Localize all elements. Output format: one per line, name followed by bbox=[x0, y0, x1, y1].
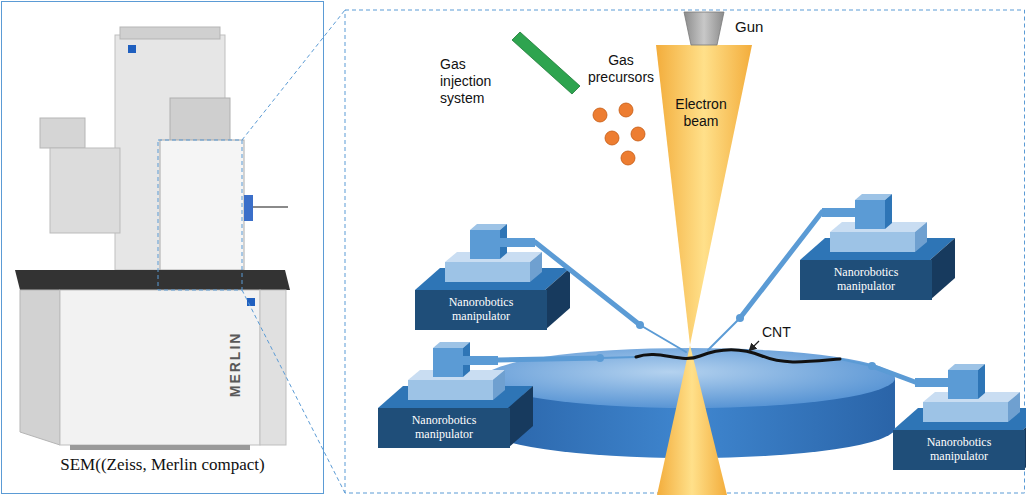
carbon-nanotube bbox=[636, 350, 840, 362]
sem-machine bbox=[253, 206, 288, 208]
carbon-nanotube bbox=[636, 350, 840, 362]
figure-panel: SEM((Zeiss, Merlin compact) bbox=[1, 1, 324, 494]
manipulator-label-box: Nanorobotics manipulator bbox=[378, 408, 510, 448]
part-label: Gas precursors bbox=[585, 52, 657, 86]
electron-beam bbox=[656, 45, 752, 345]
sem-machine bbox=[120, 27, 220, 39]
leader-arrow bbox=[749, 341, 759, 351]
sem-machine bbox=[15, 270, 290, 290]
manipulator-block bbox=[415, 224, 570, 330]
manipulator-probe bbox=[596, 354, 604, 362]
manipulator-probe bbox=[600, 357, 636, 358]
part-label: Gun bbox=[735, 18, 779, 36]
manipulator-block bbox=[822, 208, 855, 217]
manipulator-label-box: Nanorobotics manipulator bbox=[415, 290, 547, 330]
manipulator-probe bbox=[708, 318, 740, 350]
electron-beam bbox=[656, 45, 752, 495]
sem-machine bbox=[20, 290, 60, 445]
manipulator-probe bbox=[736, 314, 744, 322]
gas-molecule bbox=[593, 108, 607, 122]
manipulator-block bbox=[500, 238, 535, 247]
figure-caption: SEM((Zeiss, Merlin compact) bbox=[60, 455, 264, 475]
manipulator-label: Nanorobotics manipulator bbox=[384, 414, 504, 442]
zoom-lines bbox=[242, 10, 345, 140]
manipulator-label: Nanorobotics manipulator bbox=[806, 266, 926, 294]
sem-machine bbox=[158, 140, 242, 290]
manipulator-label-box: Nanorobotics manipulator bbox=[800, 260, 932, 300]
sem-machine bbox=[15, 27, 290, 450]
manipulator-probe bbox=[498, 358, 600, 360]
gas-injection-rod bbox=[512, 32, 580, 94]
sem-machine bbox=[50, 148, 120, 233]
part-label: CNT bbox=[762, 324, 806, 341]
manipulator-block bbox=[915, 378, 948, 387]
sem-machine bbox=[260, 290, 286, 445]
brand-lettering: MERLIN bbox=[227, 324, 244, 404]
part-label: Electron beam bbox=[666, 96, 736, 130]
manipulator-probe bbox=[868, 362, 876, 370]
sem-machine bbox=[244, 195, 253, 221]
gas-molecule bbox=[593, 103, 645, 165]
gas-molecule bbox=[631, 127, 645, 141]
gas-molecule bbox=[605, 131, 619, 145]
sem-machine bbox=[128, 45, 136, 53]
sem-machine bbox=[40, 118, 85, 148]
manipulator-probe bbox=[640, 325, 686, 352]
manipulator-probe bbox=[872, 366, 915, 382]
gas-molecule bbox=[621, 151, 635, 165]
electron-gun bbox=[684, 12, 724, 45]
manipulator-probe bbox=[636, 321, 644, 329]
manipulator-label: Nanorobotics manipulator bbox=[899, 436, 1019, 464]
electron-beam bbox=[657, 345, 727, 495]
gas-molecule bbox=[619, 103, 633, 117]
sem-machine bbox=[247, 298, 255, 306]
sem-machine bbox=[160, 140, 244, 270]
manipulator-label-box: Nanorobotics manipulator bbox=[893, 430, 1025, 470]
manipulator-probe bbox=[535, 242, 640, 325]
gas-injection-rod bbox=[512, 32, 580, 94]
manipulator-label: Nanorobotics manipulator bbox=[421, 296, 541, 324]
manipulator-probe bbox=[840, 359, 872, 366]
leader-arrow bbox=[749, 341, 759, 351]
manipulator-block bbox=[378, 194, 1026, 470]
sem-machine bbox=[60, 290, 260, 445]
part-label: Gas injection system bbox=[440, 56, 520, 106]
sem-machine bbox=[70, 445, 250, 450]
electron-gun bbox=[684, 12, 724, 45]
sem-machine bbox=[170, 98, 230, 143]
manipulator-block bbox=[463, 356, 498, 365]
